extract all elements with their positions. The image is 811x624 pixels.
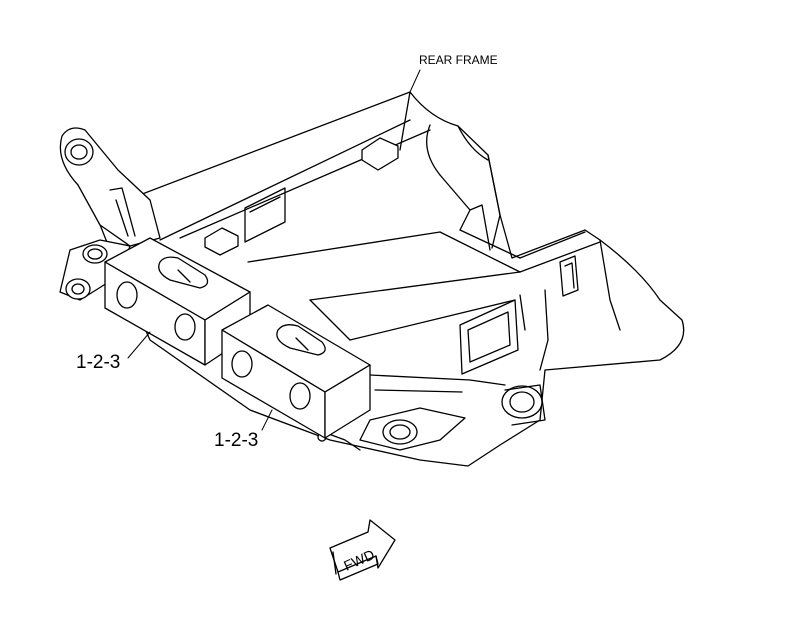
shim-block-lower (221, 304, 371, 439)
shim-block-upper (104, 237, 251, 366)
leader-rear-frame (409, 69, 421, 93)
leader-upper-block (127, 331, 151, 359)
left-lug-arm (59, 127, 161, 301)
rear-frame-label: REAR FRAME (419, 53, 498, 67)
leader-lines (127, 69, 421, 431)
leader-lower-block (261, 409, 273, 431)
part-number-lower: 1-2-3 (214, 430, 258, 451)
fwd-arrow: FWD (329, 519, 396, 581)
part-number-upper: 1-2-3 (76, 352, 120, 373)
